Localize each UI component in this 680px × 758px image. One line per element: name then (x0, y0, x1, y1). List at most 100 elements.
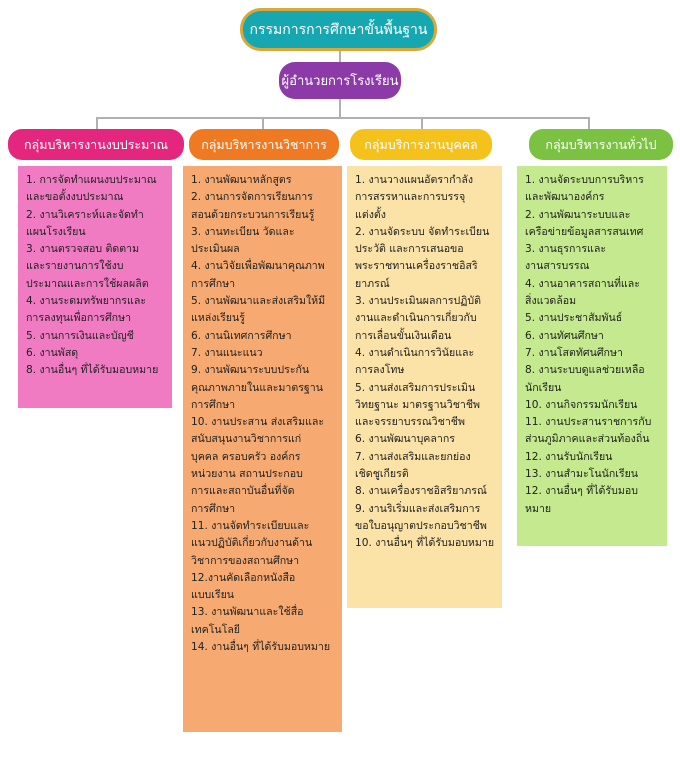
list-item: 8. งานเครื่องราชอิสริยาภรณ์ (355, 485, 487, 498)
connector-drop-academic (262, 117, 264, 129)
list-item: 5. งานการเงินและบัญชี (26, 329, 134, 342)
list-item: เทคโนโลยี (191, 623, 241, 636)
connector-drop-budget (96, 117, 98, 129)
connector-drop-general (588, 117, 590, 129)
list-item: 8. งานอื่นๆ ที่ได้รับมอบหมาย (26, 364, 159, 377)
list-item: การศึกษา (191, 277, 236, 290)
list-item: 12. งานอื่นๆ ที่ได้รับมอบหมาย (525, 485, 638, 515)
list-item: แต่งตั้ง (355, 208, 386, 221)
list-item: นักเรียน (525, 381, 562, 394)
list-item: ส่วนภูมิภาคและส่วนท้องถิ่น (525, 433, 650, 446)
list-item: พระราชทานเครื่องราชอิสริ (355, 260, 478, 273)
list-item: และขอตั้งงบประมาณ (26, 191, 124, 204)
personnel-task-list: 1. งานวางแผนอัตรากำลัง การสรรหาและการบรร… (355, 172, 496, 553)
list-item: 6. งานนิเทศการศึกษา (191, 329, 292, 342)
list-item: 9. งานริเริ่มและส่งเสริมการ (355, 502, 481, 515)
group-box-budget: 1. การจัดทำแผนงบประมาณ และขอตั้งงบประมาณ… (18, 166, 172, 408)
list-item: การศึกษา (191, 502, 236, 515)
list-item: และพัฒนาองค์กร (525, 191, 605, 204)
list-item: 9. งานพัฒนาระบบประกัน (191, 364, 310, 377)
connector-mid-down (339, 99, 341, 118)
group-head-budget: กลุ่มบริหารงานงบประมาณ (8, 129, 184, 160)
list-item: เชิดชูเกียรติ (355, 468, 409, 481)
list-item: 2. งานพัฒนาระบบและ (525, 208, 631, 221)
list-item: สนับสนุนงานวิชาการแก่ (191, 433, 302, 446)
list-item: 1. งานจัดระบบการบริหาร (525, 174, 644, 186)
list-item: 13. งานสำมะโนนักเรียน (525, 468, 639, 481)
list-item: วิทยฐานะ มาตรฐานวิชาชีพ (355, 398, 481, 411)
list-item: และจรรยาบรรณวิชาชีพ (355, 416, 465, 429)
list-item: บุคคล ครอบครัว องค์กร (191, 450, 301, 463)
group-box-academic: 1. งานพัฒนาหลักสูตร 2. งานการจัดการเรียน… (183, 166, 342, 732)
connector-drop-personnel (421, 117, 423, 129)
connector-top-mid (339, 51, 341, 62)
list-item: 2. งานจัดระบบ จัดทำระเบียน (355, 225, 490, 238)
list-item: การเลื่อนขั้นเงินเดือน (355, 329, 452, 342)
group-head-general: กลุ่มบริหารงานทั่วไป (529, 129, 673, 160)
group-head-academic: กลุ่มบริหารงานวิชาการ (189, 129, 339, 160)
list-item: 3. งานประเมินผลการปฏิบัติ (355, 295, 481, 308)
general-task-list: 1. งานจัดระบบการบริหาร และพัฒนาองค์กร 2.… (525, 172, 661, 518)
list-item: 6. งานพัฒนาบุคลากร (355, 433, 455, 446)
list-item: ขอใบอนุญาตประกอบวิชาชีพ (355, 519, 487, 532)
list-item: 11. งานจัดทำระเบียบและ (191, 519, 310, 532)
list-item: แนวปฏิบัติเกี่ยวกับงานด้าน (191, 537, 313, 550)
list-item: 7. งานแนะแนว (191, 346, 263, 359)
list-item: การสรรหาและการบรรจุ (355, 191, 466, 204)
list-item: 5. งานส่งเสริมการประเมิน (355, 381, 476, 394)
list-item: 10. งานประสาน ส่งเสริมและ (191, 416, 325, 429)
list-item: 7. งานโสตทัศนศึกษา (525, 346, 623, 359)
list-item: แหล่งเรียนรู้ (191, 312, 245, 325)
list-item: 5. งานประชาสัมพันธ์ (525, 312, 623, 325)
list-item: 13. งานพัฒนาและใช้สื่อ (191, 606, 304, 619)
node-school-director: ผู้อำนวยการโรงเรียน (279, 62, 401, 99)
list-item: และรายงานการใช้งบ (26, 260, 124, 273)
list-item: 7. งานส่งเสริมและยกย่อง (355, 450, 471, 463)
group-box-personnel: 1. งานวางแผนอัตรากำลัง การสรรหาและการบรร… (347, 166, 502, 608)
list-item: 1. งานวางแผนอัตรากำลัง (355, 174, 474, 186)
list-item: 11. งานประสานราชการกับ (525, 416, 652, 429)
list-item: 6. งานทัศนศึกษา (525, 329, 604, 342)
list-item: แผนโรงเรียน (26, 225, 86, 238)
list-item: 4. งานดำเนินการวินัยและ (355, 346, 475, 359)
list-item: 3. งานตรวจสอบ ติดตาม (26, 243, 140, 256)
list-item: การศึกษา (191, 398, 236, 411)
list-item: เครือข่ายข้อมูลสารสนเทศ (525, 225, 644, 238)
list-item: 10. งานอื่นๆ ที่ได้รับมอบหมาย (355, 537, 495, 550)
academic-task-list: 1. งานพัฒนาหลักสูตร 2. งานการจัดการเรียน… (191, 172, 336, 656)
list-item: คุณภาพภายในและมาตรฐาน (191, 381, 323, 394)
list-item: 1. การจัดทำแผนงบประมาณ (26, 174, 157, 186)
list-item: การลงทุนเพื่อการศึกษา (26, 312, 132, 325)
list-item: การและสถาบันอื่นที่จัด (191, 485, 295, 498)
list-item: 12.งานคัดเลือกหนังสือ (191, 571, 296, 584)
list-item: สอนด้วยกระบวนการเรียนรู้ (191, 208, 315, 221)
list-item: 6. งานพัสดุ (26, 346, 79, 359)
connector-horizontal (96, 117, 589, 119)
list-item: แบบเรียน (191, 589, 235, 602)
list-item: 5. งานพัฒนาและส่งเสริมให้มี (191, 295, 326, 308)
list-item: 14. งานอื่นๆ ที่ได้รับมอบหมาย (191, 641, 331, 654)
list-item: 4. งานอาคารสถานที่และ (525, 277, 640, 290)
list-item: วิชาการของสถานศึกษา (191, 554, 300, 567)
list-item: งานสารบรรณ (525, 260, 590, 273)
budget-task-list: 1. การจัดทำแผนงบประมาณ และขอตั้งงบประมาณ… (26, 172, 166, 380)
list-item: งานและดำเนินการเกี่ยวกับ (355, 312, 477, 325)
list-item: 3. งานทะเบียน วัดและ (191, 225, 295, 238)
list-item: 4. งานระดมทรัพยากรและ (26, 295, 147, 308)
list-item: หน่วยงาน สถานประกอบ (191, 468, 303, 481)
list-item: 2. งานการจัดการเรียนการ (191, 191, 313, 204)
list-item: ประเมินผล (191, 243, 240, 256)
group-box-general: 1. งานจัดระบบการบริหาร และพัฒนาองค์กร 2.… (517, 166, 667, 546)
list-item: 12. งานรับนักเรียน (525, 450, 613, 463)
list-item: 4. งานวิจัยเพื่อพัฒนาคุณภาพ (191, 260, 325, 273)
group-head-personnel: กลุ่มบริการงานบุคคล (350, 129, 492, 160)
list-item: สิ่งแวดล้อม (525, 295, 577, 308)
list-item: ประมาณและการใช้ผลผลิต (26, 277, 149, 290)
list-item: 3. งานธุรการและ (525, 243, 607, 256)
list-item: ประวัติ และการเสนอขอ (355, 243, 464, 256)
list-item: 1. งานพัฒนาหลักสูตร (191, 174, 292, 186)
list-item: 8. งานระบบดูแลช่วยเหลือ (525, 364, 645, 377)
list-item: 10. งานกิจกรรมนักเรียน (525, 398, 638, 411)
list-item: 2. งานวิเคราะห์และจัดทำ (26, 208, 144, 221)
top-node-basic-education-board: กรรมการการศึกษาขั้นพื้นฐาน (240, 8, 437, 51)
